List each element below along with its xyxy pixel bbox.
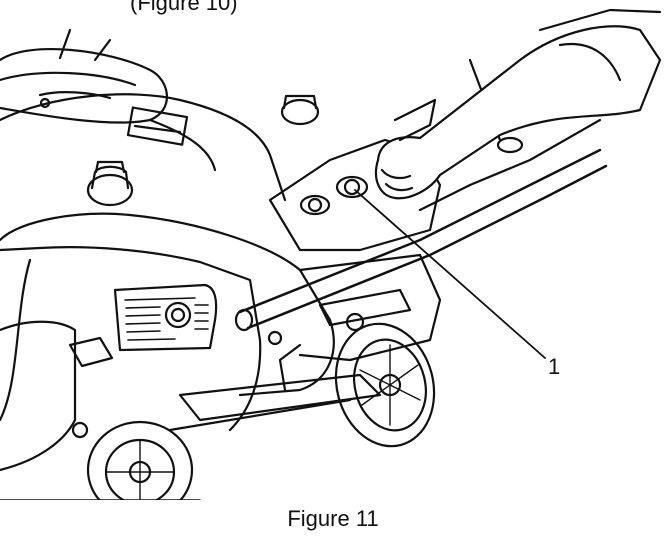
- snow-thrower-illustration: [0, 0, 666, 500]
- figure-caption: Figure 11: [0, 506, 666, 532]
- callout-number: 1: [548, 354, 560, 380]
